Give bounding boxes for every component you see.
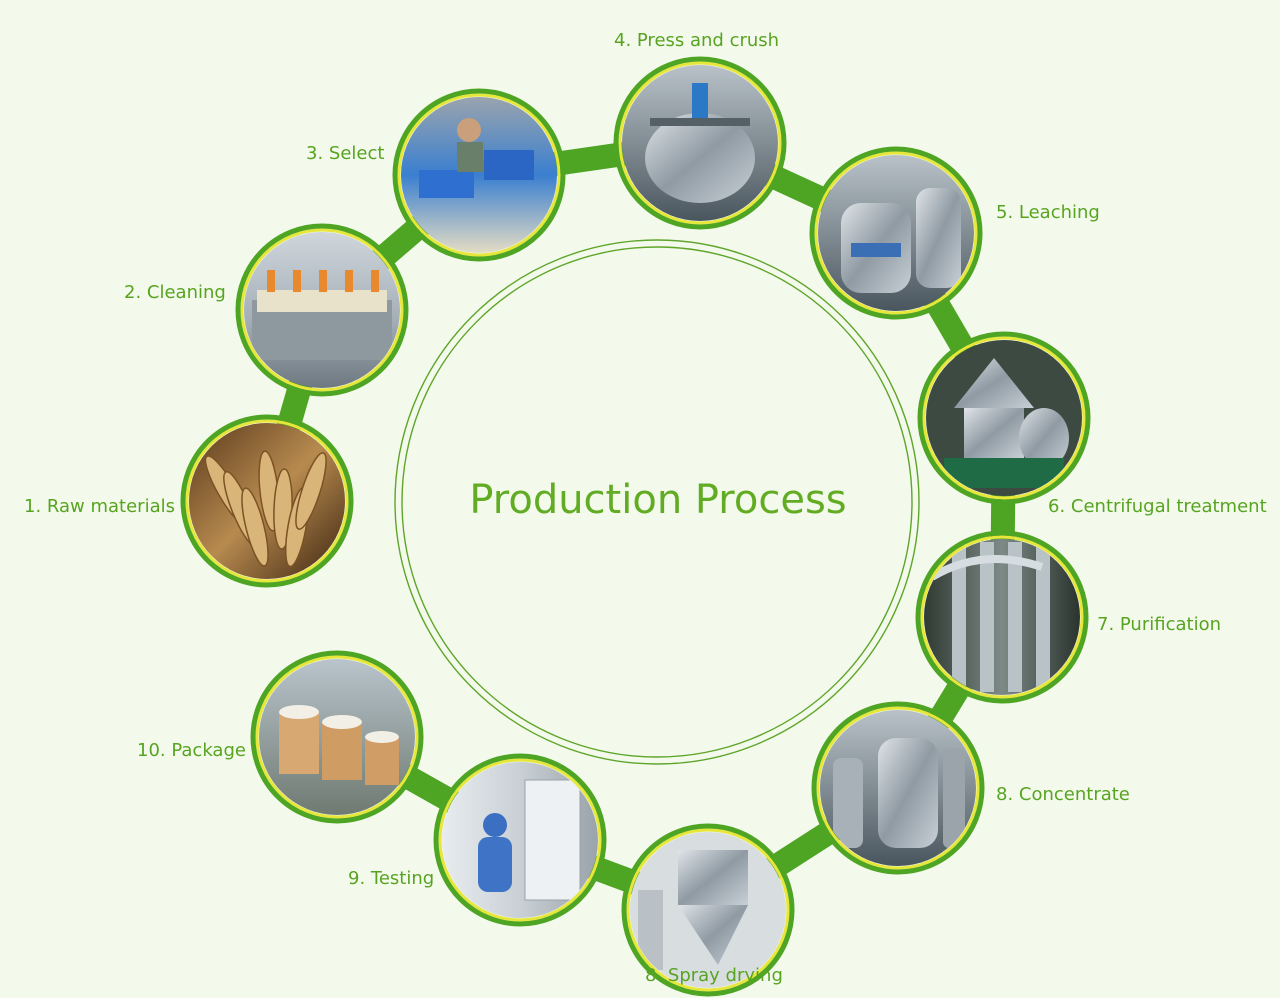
node-rim (814, 151, 978, 315)
node-ring (250, 650, 424, 824)
node-rim (618, 61, 782, 225)
node-rim (397, 93, 561, 257)
node-rim (185, 419, 349, 583)
node-ring (392, 88, 566, 262)
centrifuge-photo (926, 340, 1082, 496)
steel-kettle-photo (622, 65, 778, 221)
lab-technician-photo (442, 762, 598, 918)
step-label-6: 6. Centrifugal treatment (1048, 496, 1267, 517)
concentrator-tank-photo (820, 710, 976, 866)
node-rim (438, 758, 602, 922)
node-ring (621, 823, 795, 997)
step-node-9 (621, 823, 795, 997)
step-label-7: 7. Purification (1097, 614, 1221, 635)
spray-dryer-photo (630, 832, 786, 988)
node-rim (626, 828, 790, 992)
center-ring-inner (401, 246, 913, 758)
step-label-2: 2. Cleaning (124, 282, 226, 303)
step-node-10 (433, 753, 607, 927)
step-label-9: 8. Spray drying (645, 965, 783, 986)
step-node-1 (180, 414, 354, 588)
node-ring (917, 331, 1091, 505)
step-node-11 (250, 650, 424, 824)
step-node-5 (809, 146, 983, 320)
fiber-drums-photo (259, 659, 415, 815)
step-node-4 (613, 56, 787, 230)
extraction-tank-photo (818, 155, 974, 311)
step-node-6 (917, 331, 1091, 505)
node-ring (811, 701, 985, 875)
step-label-1: 1. Raw materials (24, 496, 175, 517)
diagram-title: Production Process (469, 477, 847, 523)
step-node-7 (915, 530, 1089, 704)
node-rim (240, 228, 404, 392)
node-rim (922, 336, 1086, 500)
step-node-8 (811, 701, 985, 875)
step-label-5: 5. Leaching (996, 202, 1100, 223)
step-node-3 (392, 88, 566, 262)
node-ring (915, 530, 1089, 704)
node-ring (809, 146, 983, 320)
step-label-4: 4. Press and crush (614, 30, 780, 51)
node-ring (433, 753, 607, 927)
node-ring (180, 414, 354, 588)
center-ring-outer (394, 239, 920, 765)
node-rim (816, 706, 980, 870)
step-label-10: 9. Testing (348, 868, 435, 889)
node-rim (920, 535, 1084, 699)
node-ring (235, 223, 409, 397)
ginseng-roots-photo (189, 423, 345, 579)
node-ring (613, 56, 787, 230)
purification-columns-photo (924, 539, 1080, 695)
step-node-2 (235, 223, 409, 397)
step-label-3: 3. Select (306, 143, 385, 164)
node-rim (255, 655, 419, 819)
washing-machine-photo (244, 232, 400, 388)
sorting-workers-photo (401, 97, 557, 253)
step-label-11: 10. Package (137, 740, 246, 761)
step-label-8: 8. Concentrate (996, 784, 1130, 805)
